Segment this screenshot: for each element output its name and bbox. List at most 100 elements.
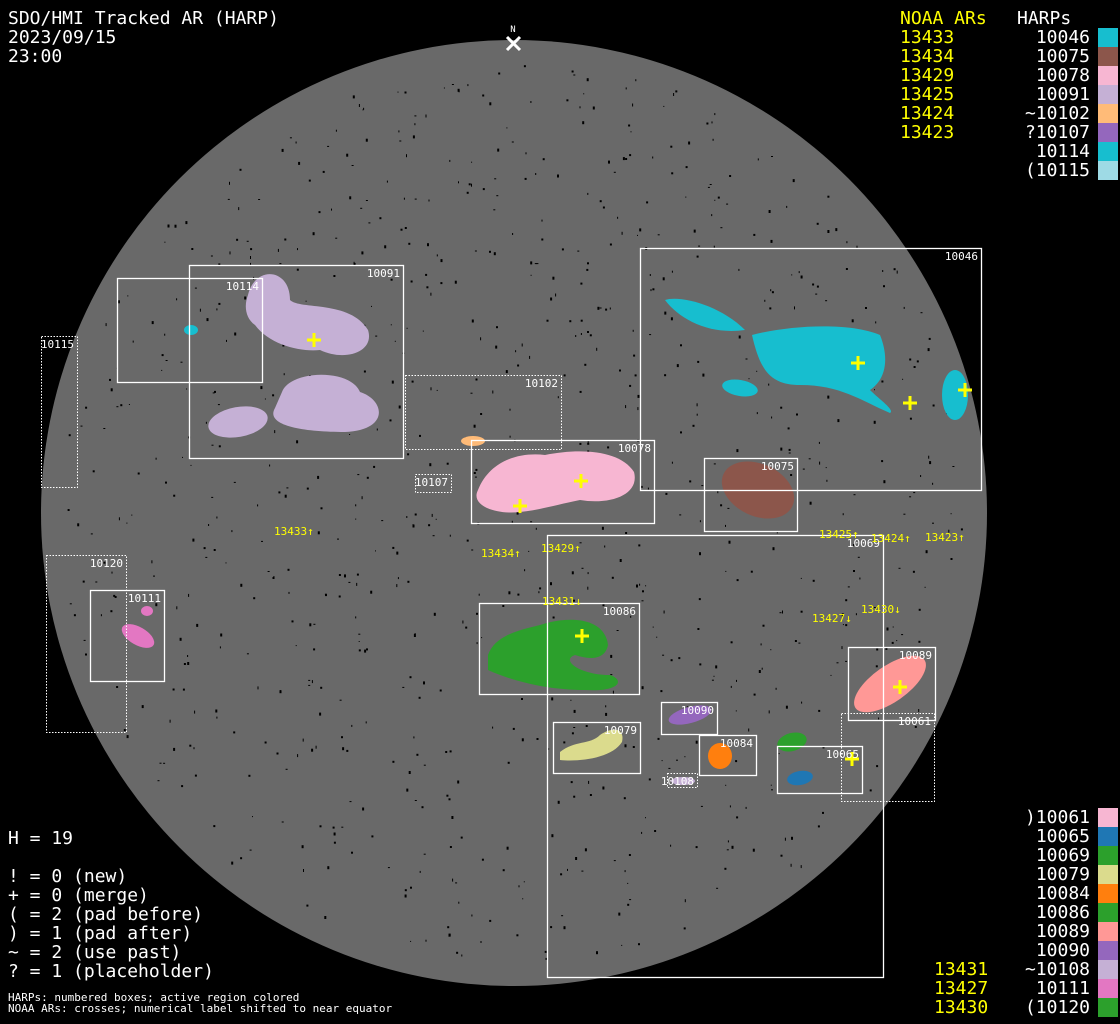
speckle xyxy=(253,597,256,600)
speckle xyxy=(375,550,376,552)
speckle xyxy=(869,789,872,792)
speckle xyxy=(349,801,352,803)
speckle xyxy=(528,550,530,552)
speckle xyxy=(229,181,230,185)
noaa-cross-icon xyxy=(845,752,859,766)
speckle xyxy=(216,716,218,719)
speckle xyxy=(686,706,688,708)
speckle xyxy=(625,158,628,160)
speckle xyxy=(250,256,251,259)
speckle xyxy=(875,321,877,324)
speckle xyxy=(521,738,524,742)
active-region-mask xyxy=(273,374,379,432)
speckle xyxy=(716,887,719,889)
noaa-legend-item: 13431 xyxy=(934,959,989,980)
speckle xyxy=(715,665,718,669)
speckle xyxy=(327,866,330,870)
speckle xyxy=(909,496,912,498)
speckle xyxy=(668,767,671,769)
speckle xyxy=(730,685,732,688)
speckle xyxy=(753,693,756,696)
harp-box-outline xyxy=(470,439,656,525)
speckle xyxy=(291,620,294,623)
speckle xyxy=(670,317,673,321)
speckle xyxy=(613,860,616,862)
speckle xyxy=(311,748,314,752)
speckle xyxy=(617,216,619,219)
speckle xyxy=(358,633,361,635)
speckle xyxy=(225,562,227,564)
speckle xyxy=(663,105,665,107)
speckle xyxy=(231,530,233,533)
speckle xyxy=(788,448,791,451)
speckle xyxy=(167,224,170,228)
speckle xyxy=(625,405,627,409)
speckle xyxy=(481,637,483,639)
speckle xyxy=(449,534,451,537)
speckle xyxy=(552,616,555,619)
speckle xyxy=(410,886,412,889)
noaa-legend-item: 13429 xyxy=(900,65,955,86)
harp-box-outline xyxy=(660,701,719,736)
speckle xyxy=(471,183,472,187)
speckle xyxy=(85,653,87,656)
speckle xyxy=(229,251,231,255)
speckle xyxy=(123,729,126,732)
speckle xyxy=(881,460,884,463)
speckle xyxy=(219,646,221,649)
speckle xyxy=(853,570,855,572)
speckle xyxy=(709,184,712,185)
speckle xyxy=(521,698,523,700)
speckle xyxy=(583,93,585,95)
speckle xyxy=(619,369,621,372)
speckle xyxy=(506,127,508,129)
speckle xyxy=(679,514,682,516)
speckle xyxy=(822,746,825,749)
speckle xyxy=(903,513,906,515)
speckle xyxy=(557,396,559,399)
speckle xyxy=(213,549,216,551)
speckle xyxy=(258,199,261,200)
speckle xyxy=(257,504,259,507)
harp-box: 10069 xyxy=(546,534,885,979)
speckle xyxy=(100,614,102,617)
speckle xyxy=(498,72,501,75)
speckle xyxy=(194,774,197,777)
speckle xyxy=(584,848,587,852)
speckle xyxy=(362,109,364,111)
speckle xyxy=(612,690,614,694)
speckle xyxy=(284,494,287,498)
stats-line: ~ = 2 (use past) xyxy=(8,942,182,963)
harp-count: H = 19 xyxy=(8,828,74,849)
speckle xyxy=(769,307,772,310)
noaa-header: NOAA ARs xyxy=(900,8,987,29)
harp-box-label: 10061 xyxy=(898,715,931,728)
speckle xyxy=(196,623,199,627)
speckle xyxy=(373,465,376,468)
speckle xyxy=(342,747,345,751)
speckle xyxy=(827,195,830,198)
speckle xyxy=(523,881,525,883)
speckle xyxy=(610,654,613,658)
speckle xyxy=(731,740,734,742)
speckle xyxy=(111,571,113,574)
active-region-mask xyxy=(141,606,153,616)
speckle xyxy=(588,780,590,784)
speckle xyxy=(495,345,498,349)
harp-color-swatch xyxy=(1098,28,1118,47)
speckle xyxy=(663,610,665,614)
speckle xyxy=(636,584,638,588)
harp-legend-item: (10115 xyxy=(1024,160,1090,181)
speckle xyxy=(661,760,663,762)
speckle xyxy=(817,825,820,828)
speckle xyxy=(414,115,417,117)
speckle xyxy=(215,709,218,713)
speckle xyxy=(412,135,415,139)
speckle xyxy=(194,287,197,289)
stats-line: ? = 1 (placeholder) xyxy=(8,961,214,982)
speckle xyxy=(365,138,368,142)
north-x-icon xyxy=(505,35,522,52)
speckle xyxy=(792,179,795,183)
speckle xyxy=(770,784,772,786)
speckle xyxy=(624,870,626,873)
